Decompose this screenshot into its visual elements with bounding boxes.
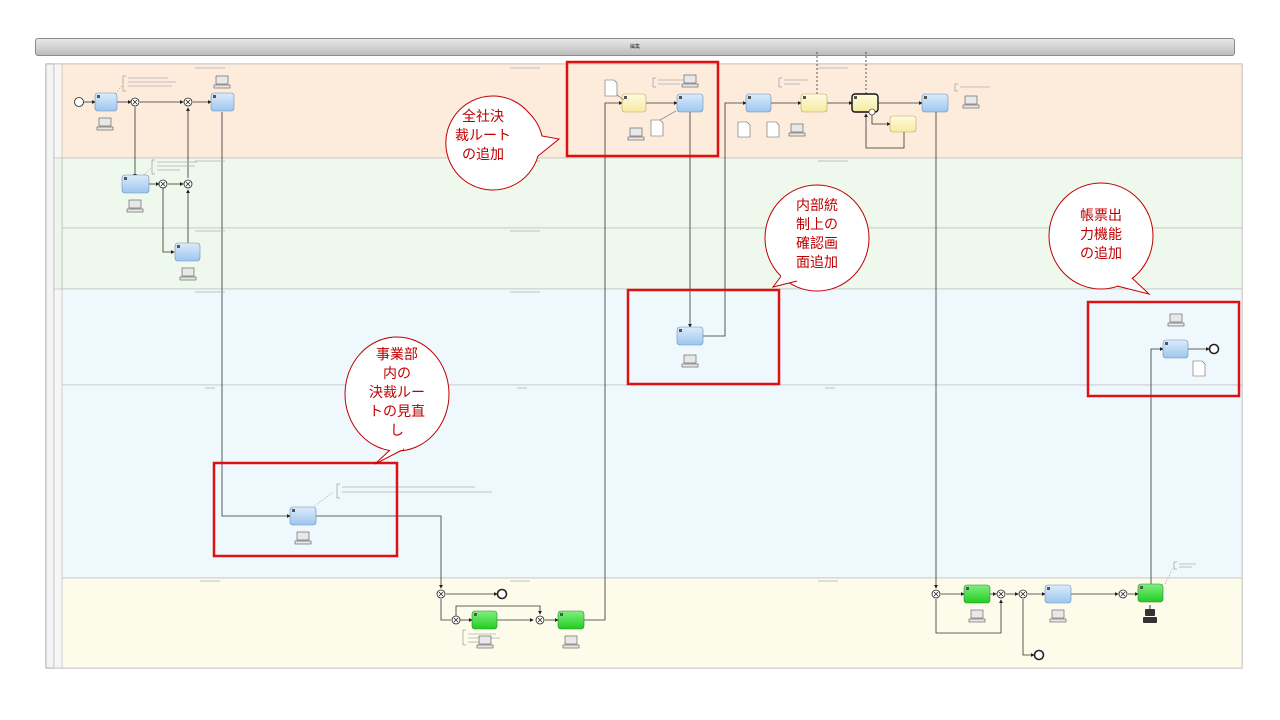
callout-jigyobu: 事業部 内の 決裁ルー トの見直 し [369, 347, 425, 439]
computer-icons [96, 74, 1185, 649]
task [289, 506, 317, 526]
task [621, 93, 647, 113]
task [676, 93, 704, 113]
task [210, 92, 235, 112]
gateway-x-icon [183, 179, 193, 189]
end-event-icon [1033, 649, 1045, 661]
highlight-zensha [565, 60, 720, 158]
task [851, 93, 879, 113]
annotation-text-lines [128, 67, 1196, 643]
end-event-icon [1208, 343, 1220, 355]
computer-icon [788, 123, 806, 137]
start-event-icon [74, 97, 84, 107]
task [1044, 584, 1072, 604]
task [963, 584, 991, 604]
user-task-icons [97, 95, 1168, 616]
highlight-naibu [626, 288, 781, 386]
gateway-x-icon [451, 615, 461, 625]
task [676, 326, 704, 346]
speech-bubbles [344, 95, 1154, 465]
gateway-x-icon [535, 615, 545, 625]
task [800, 93, 828, 113]
lane-3 [61, 227, 1243, 290]
task [557, 610, 585, 630]
task [121, 174, 150, 194]
highlight-chohyo [1086, 300, 1241, 398]
computer-icon [968, 609, 986, 623]
computer-icon [476, 635, 494, 649]
document-icons [604, 79, 1206, 377]
task [1137, 583, 1164, 603]
task [174, 242, 201, 262]
computer-icon [213, 75, 231, 89]
computer-icon [627, 127, 645, 141]
annotations [112, 75, 1177, 646]
computer-icon [96, 117, 114, 131]
task [1162, 339, 1189, 359]
document-icon [1192, 360, 1206, 377]
gateway-x-icon [130, 97, 140, 107]
document-icon [737, 121, 751, 138]
computer-icon [294, 531, 312, 545]
document-icon [604, 79, 618, 97]
callout-chohyo: 帳票出 力機能 の追加 [1080, 208, 1122, 262]
computer-icon [962, 95, 980, 109]
computer-icon [1049, 609, 1067, 623]
computer-icon [179, 267, 197, 281]
tasks [94, 92, 1189, 630]
callout-naibu: 内部統 制上の 確認画 面追加 [796, 198, 838, 271]
diagram-title: 編集 [629, 44, 640, 50]
computer-icon [562, 635, 580, 649]
lane-4 [53, 288, 1243, 386]
diagram-title-bar: 編集 [35, 38, 1235, 56]
gateway-x-icon [436, 589, 446, 599]
task [745, 93, 772, 113]
swimlanes [53, 63, 1243, 669]
gateway-x-icon [158, 179, 168, 189]
task [889, 115, 917, 133]
highlight-jigyobu [212, 461, 399, 558]
gateways [130, 97, 1128, 625]
callout-zensha: 全社決 裁ルート の追加 [455, 109, 511, 163]
gateway-x-icon [1018, 589, 1028, 599]
lane-5 [53, 384, 1243, 579]
gateway-x-icon [931, 589, 941, 599]
gateway-x-icon [183, 97, 193, 107]
robot-icon [1143, 605, 1157, 623]
computer-icon [1167, 313, 1185, 327]
task [94, 92, 118, 112]
bubble-zensha [445, 95, 561, 191]
end-event-icon [496, 588, 508, 600]
task [921, 93, 949, 113]
computer-icon [681, 74, 699, 88]
gateway-x-icon [1118, 589, 1128, 599]
task [471, 610, 498, 630]
computer-icon [681, 354, 699, 368]
computer-icon [126, 199, 144, 213]
document-icon [766, 121, 780, 138]
events [74, 97, 1220, 661]
lane-2 [61, 157, 1243, 229]
highlight-boxes [212, 60, 1241, 558]
document-icon [650, 119, 664, 137]
gateway-x-icon [996, 589, 1006, 599]
